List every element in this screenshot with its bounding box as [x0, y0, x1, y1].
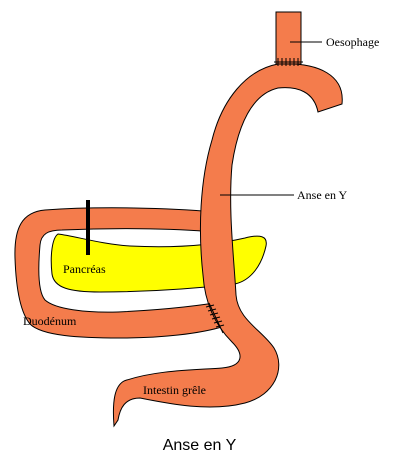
anatomy-diagram: Oesophage Anse en Y Pancréas Duodénum In… [0, 0, 399, 430]
figure-caption: Anse en Y [0, 437, 399, 455]
oesophagus [276, 12, 301, 64]
intestin-label: Intestin grêle [143, 383, 206, 397]
duodenum-label: Duodénum [23, 314, 77, 328]
pancreas-label: Pancréas [63, 262, 106, 276]
oesophage-label: Oesophage [326, 35, 379, 49]
y-loop [113, 64, 342, 426]
anse-label: Anse en Y [297, 188, 348, 202]
